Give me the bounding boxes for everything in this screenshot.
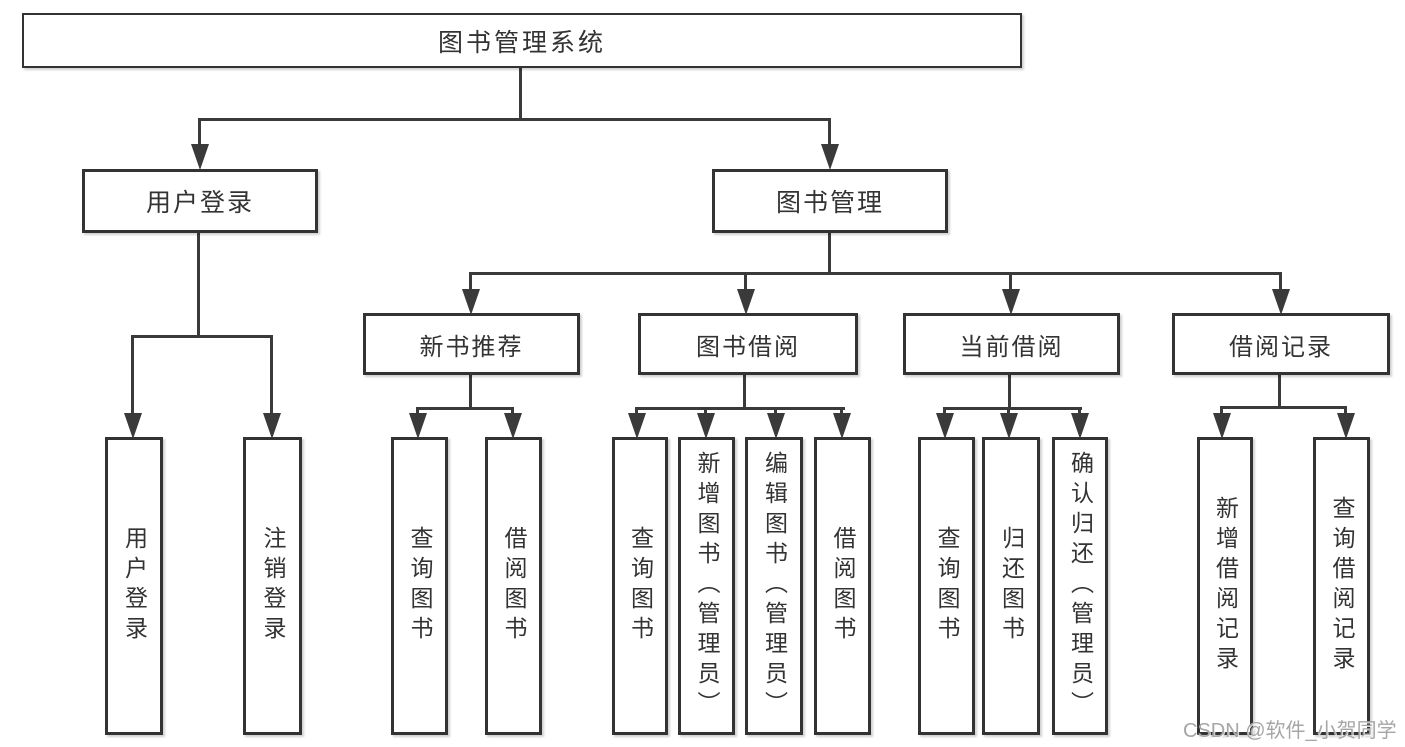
arrowhead-down-icon [409,413,427,439]
connector-line [743,373,746,410]
leaf-user-login: 用户登录 [105,437,163,735]
leaf-borrow-books: 借阅图书 [814,437,871,735]
connector-line [1279,272,1282,291]
connector-line [774,407,777,415]
arrowhead-down-icon [462,289,480,315]
connector-line [511,407,514,415]
arrowhead-down-icon [263,413,281,439]
arrowhead-down-icon [191,144,209,170]
connector-line [416,407,419,415]
node-new-book-recommend: 新书推荐 [363,313,580,375]
arrowhead-down-icon [767,413,785,439]
connector-line [635,407,845,410]
arrowhead-down-icon [1213,413,1231,439]
connector-line [198,118,201,146]
leaf-label: 确认归还（管理员） [1067,451,1093,721]
arrowhead-down-icon [1272,289,1290,315]
node-label: 当前借阅 [959,334,1064,361]
connector-line [828,118,831,146]
arrowhead-down-icon [936,413,954,439]
connector-line [270,335,273,415]
connector-line [828,231,831,275]
connector-line [635,407,638,415]
connector-line [416,407,514,410]
connector-line [1007,407,1010,415]
leaf-borrow-books-recommend: 借阅图书 [485,437,542,735]
connector-line [1344,406,1347,415]
leaf-logout: 注销登录 [243,437,302,735]
node-label: 新书推荐 [419,334,524,361]
node-root-label: 图书管理系统 [437,29,606,57]
node-root: 图书管理系统 [22,13,1022,68]
arrowhead-down-icon [737,289,755,315]
leaf-query-books-recommend: 查询图书 [391,437,448,735]
node-borrow-records: 借阅记录 [1172,313,1390,375]
connector-line [1278,373,1281,409]
connector-line [840,407,843,415]
leaf-label: 借阅图书 [830,526,855,646]
node-label: 借阅记录 [1229,334,1333,361]
node-label: 图书借阅 [696,334,800,361]
connector-line [519,66,522,121]
connector-line [744,272,747,291]
arrowhead-down-icon [833,413,851,439]
connector-line [1220,406,1347,409]
leaf-add-borrow-record: 新增借阅记录 [1197,437,1253,735]
leaf-query-books-borrow: 查询图书 [612,437,668,735]
connector-line [943,407,946,415]
connector-line [1009,272,1012,291]
leaf-confirm-return-admin: 确认归还（管理员） [1052,437,1108,735]
arrowhead-down-icon [1000,413,1018,439]
arrowhead-down-icon [1071,413,1089,439]
arrowhead-down-icon [1337,413,1355,439]
connector-line [131,335,273,338]
leaf-label: 新增借阅记录 [1212,496,1238,676]
connector-line [1220,406,1223,415]
leaf-label: 编辑图书（管理员） [761,451,787,721]
connector-line [1078,407,1081,415]
arrowhead-down-icon [124,413,142,439]
node-book-management-branch: 图书管理 [712,169,948,233]
node-label: 用户登录 [145,190,254,217]
connector-line [469,272,1282,275]
connector-line [943,407,1082,410]
leaf-label: 查询图书 [934,526,959,646]
leaf-return-books: 归还图书 [982,437,1040,735]
leaf-label: 查询图书 [627,526,653,646]
arrowhead-down-icon [821,144,839,170]
leaf-label: 用户登录 [121,526,147,646]
arrowhead-down-icon [504,413,522,439]
node-current-borrow: 当前借阅 [903,313,1120,375]
arrowhead-down-icon [697,413,715,439]
leaf-label: 归还图书 [998,526,1024,646]
leaf-edit-book-admin: 编辑图书（管理员） [745,437,803,735]
connector-line [198,118,831,121]
node-book-borrow: 图书借阅 [638,313,858,375]
leaf-add-book-admin: 新增图书（管理员） [678,437,735,735]
leaf-query-borrow-record: 查询借阅记录 [1313,437,1370,735]
connector-line [197,231,200,337]
connector-line [469,272,472,291]
leaf-label: 借阅图书 [501,526,526,646]
node-user-login-branch: 用户登录 [82,169,318,233]
arrowhead-down-icon [1002,289,1020,315]
leaf-label: 新增图书（管理员） [694,451,719,721]
connector-line [469,373,472,410]
node-label: 图书管理 [775,190,884,217]
leaf-label: 注销登录 [260,526,285,646]
leaf-label: 查询图书 [407,526,432,646]
connector-line [704,407,707,415]
csdn-watermark: CSDN @软件_小贺同学 [1183,720,1397,742]
arrowhead-down-icon [628,413,646,439]
connector-line [131,335,134,415]
connector-line [1008,373,1011,410]
leaf-query-books-current: 查询图书 [918,437,975,735]
leaf-label: 查询借阅记录 [1329,496,1354,676]
